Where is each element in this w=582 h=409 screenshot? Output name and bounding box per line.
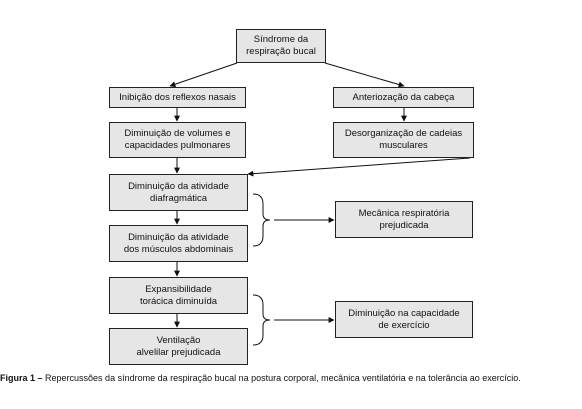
node-expansibilidade: Expansibilidade torácica diminuída xyxy=(109,277,248,314)
node-mecanica: Mecânica respiratória prejudicada xyxy=(335,201,473,238)
node-desorganizacao-line-1: Desorganização de cadeias xyxy=(344,128,463,139)
node-abdominais-line-1: Diminuição da atividade xyxy=(128,231,229,243)
arrow-desorganizacao-to-diafragmatica xyxy=(247,157,471,177)
node-expansibilidade-line-2: torácica diminuída xyxy=(139,295,218,307)
node-inibicao: Inibição dos reflexos nasais xyxy=(109,87,246,108)
brace-lower xyxy=(252,294,271,346)
node-ventilacao-line-1: Ventilação xyxy=(156,334,201,346)
brace-upper xyxy=(252,193,271,247)
figure-caption-label: Figura 1 – xyxy=(0,373,43,383)
node-capacidade-line-2: de exercício xyxy=(378,319,430,331)
node-diafragmatica-line-2: diafragmática xyxy=(149,192,208,204)
node-expansibilidade-line-1: Expansibilidade xyxy=(145,283,212,295)
arrow-sindrome-to-anteriorizacao xyxy=(324,62,405,88)
arrow-sindrome-to-inibicao xyxy=(169,62,238,88)
node-capacidade-line-1: Diminuição na capacidade xyxy=(348,307,460,319)
node-diminuicao-volumes-line-1: Diminuição de volumes e xyxy=(124,128,231,139)
node-anteriorizacao: Anteriozação da cabeça xyxy=(333,87,474,108)
node-diminuicao-volumes: Diminuição de volumes e capacidades pulm… xyxy=(109,122,246,158)
node-desorganizacao: Desorganização de cadeias musculares xyxy=(333,122,474,158)
node-diafragmatica-line-1: Diminuição da atividade xyxy=(128,180,229,192)
node-sindrome-line-1: Síndrome da xyxy=(253,34,309,45)
node-anteriorizacao-line-1: Anteriozação da cabeça xyxy=(352,91,455,103)
node-ventilacao: Ventilação alvelilar prejudicada xyxy=(109,328,248,365)
node-sindrome-line-2: respiração bucal xyxy=(246,46,316,57)
node-abdominais-line-2: dos músculos abdominais xyxy=(123,243,234,255)
node-ventilacao-line-2: alvelilar prejudicada xyxy=(136,346,221,358)
node-capacidade: Diminuição na capacidade de exercício xyxy=(335,301,473,338)
node-mecanica-line-2: prejudicada xyxy=(379,219,429,231)
figure-caption: Figura 1 – Repercussões da síndrome da r… xyxy=(0,372,566,385)
node-desorganizacao-line-2: musculares xyxy=(379,140,428,151)
node-diminuicao-volumes-line-2: capacidades pulmonares xyxy=(124,140,231,151)
figure-caption-text: Repercussões da síndrome da respiração b… xyxy=(45,373,521,383)
node-abdominais: Diminuição da atividade dos músculos abd… xyxy=(109,225,248,262)
node-mecanica-line-1: Mecânica respiratória xyxy=(358,207,450,219)
node-inibicao-line-1: Inibição dos reflexos nasais xyxy=(119,91,236,103)
node-diafragmatica: Diminuição da atividade diafragmática xyxy=(109,174,248,211)
node-sindrome: Síndrome da respiração bucal xyxy=(236,29,326,63)
